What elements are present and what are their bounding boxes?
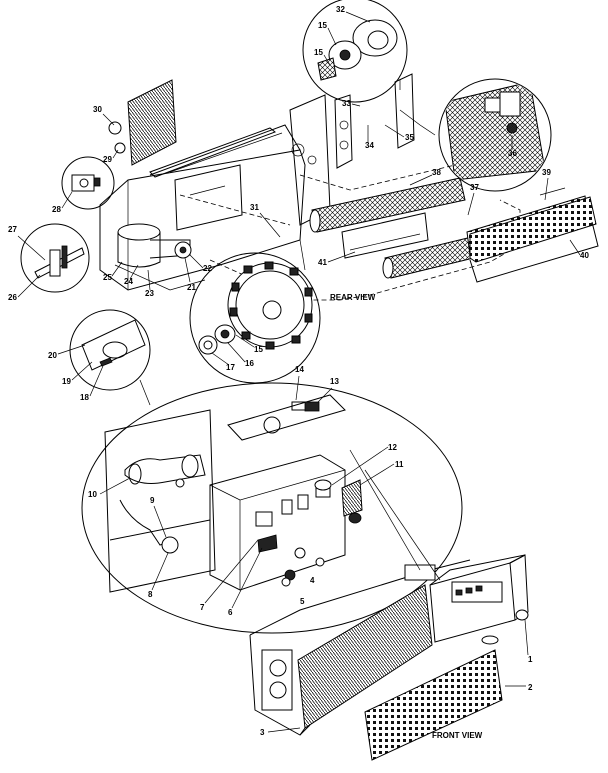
callout-6: 6	[228, 608, 233, 617]
callout-3: 3	[260, 728, 265, 737]
front-view-caption: FRONT VIEW	[432, 731, 483, 740]
callout-40: 40	[580, 251, 589, 260]
detail-circle-26-27	[20, 223, 90, 293]
callout-37: 37	[470, 183, 479, 192]
rear-blower-wheel	[309, 177, 487, 279]
detail-circle-18-20	[69, 309, 151, 391]
callout-2: 2	[528, 683, 533, 692]
compressor-coil-fins	[108, 79, 177, 166]
detail-circle-bearing	[302, 0, 408, 103]
callout-8: 8	[148, 590, 153, 599]
callout-9: 9	[150, 496, 155, 505]
callout-41: 41	[318, 258, 327, 267]
callout-7: 7	[200, 603, 205, 612]
callout-36: 36	[508, 149, 517, 158]
callout-28: 28	[52, 205, 61, 214]
callout-1: 1	[528, 655, 533, 664]
callout-27: 27	[8, 225, 17, 234]
callout-25: 25	[103, 273, 112, 282]
detail-circle-control-box	[81, 382, 463, 634]
callout-30: 30	[93, 105, 102, 114]
callout-15c: 15	[314, 48, 323, 57]
callout-32: 32	[336, 5, 345, 14]
callout-10: 10	[88, 490, 97, 499]
callout-5: 5	[300, 597, 305, 606]
callout-26: 26	[8, 293, 17, 302]
callout-15b: 15	[318, 21, 327, 30]
callout-33: 33	[342, 99, 351, 108]
detail-circle-blower	[399, 78, 552, 192]
callout-13: 13	[330, 377, 339, 386]
callout-19: 19	[62, 377, 71, 386]
callout-16: 16	[245, 359, 254, 368]
callout-18: 18	[80, 393, 89, 402]
callout-17: 17	[226, 363, 235, 372]
rear-grille	[466, 187, 599, 283]
callout-12: 12	[388, 443, 397, 452]
callout-14: 14	[295, 365, 304, 374]
callout-31: 31	[250, 203, 259, 212]
callout-34: 34	[365, 141, 374, 150]
callout-39: 39	[542, 168, 551, 177]
callout-15: 15	[254, 345, 263, 354]
callout-11: 11	[395, 460, 404, 469]
callout-4: 4	[310, 576, 315, 585]
leader-connectors	[139, 239, 441, 581]
callout-38: 38	[432, 168, 441, 177]
callout-23: 23	[145, 289, 154, 298]
front-unit	[249, 554, 529, 761]
callout-24: 24	[124, 277, 133, 286]
motor-assembly	[114, 223, 206, 291]
view-captions: REAR VIEW FRONT VIEW	[330, 293, 483, 740]
callout-21: 21	[187, 283, 196, 292]
callout-35: 35	[405, 133, 414, 142]
rear-view-caption: REAR VIEW	[330, 293, 376, 302]
callout-20: 20	[48, 351, 57, 360]
callout-22: 22	[203, 264, 212, 273]
detail-circle-28	[61, 156, 115, 210]
callout-labels: 1 2 3 4 5 6 7 8 9 10 11 12 13 14 15 16 1…	[8, 5, 589, 737]
callout-29: 29	[103, 155, 112, 164]
